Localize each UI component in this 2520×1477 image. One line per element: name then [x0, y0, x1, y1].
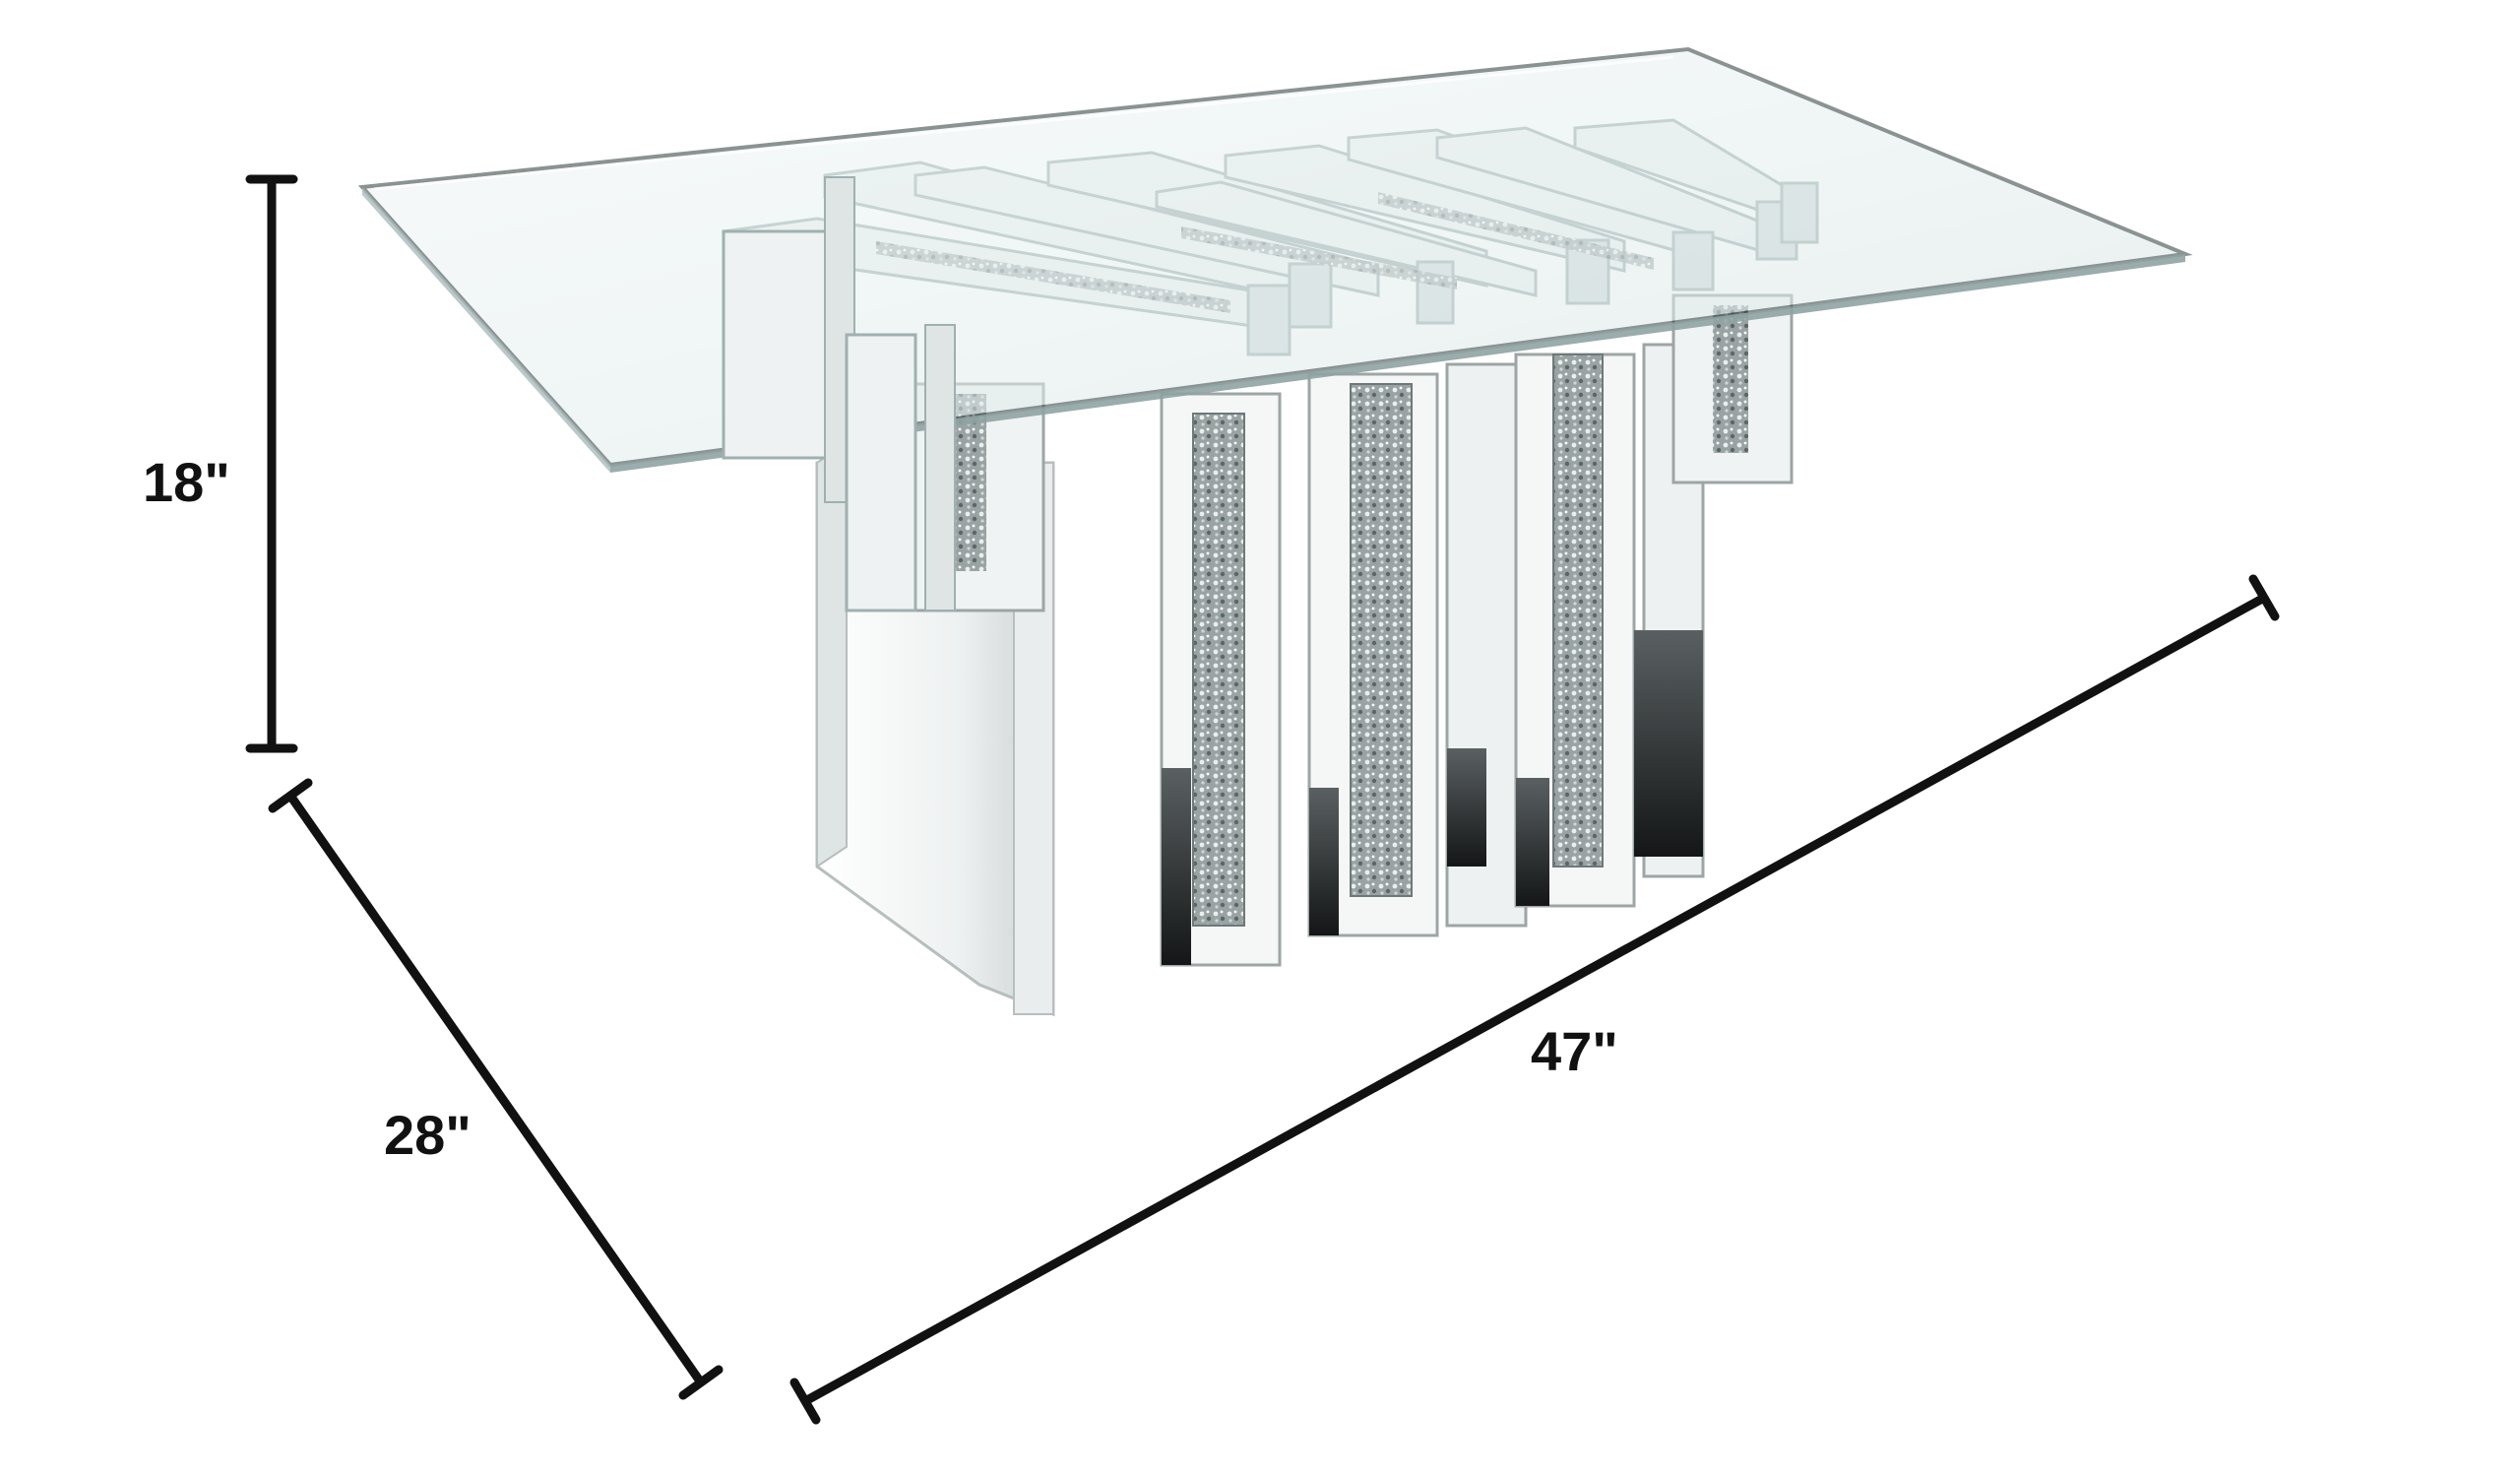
- mirror-column: [1160, 392, 1282, 967]
- mirrored-pedestal-base: [815, 293, 1794, 1017]
- height-dimension-label: 18": [143, 451, 230, 513]
- depth-dimension-line: [268, 778, 724, 1400]
- mirror-column: [1445, 362, 1528, 928]
- width-dimension-label: 47": [1531, 1020, 1618, 1082]
- mirror-column: [1514, 353, 1636, 908]
- height-dimension-line: [245, 174, 298, 753]
- mirror-column: [1307, 372, 1439, 937]
- depth-dimension-label: 28": [384, 1104, 472, 1166]
- left-beam-stack: [722, 176, 956, 612]
- width-dimension-line: [789, 574, 2280, 1425]
